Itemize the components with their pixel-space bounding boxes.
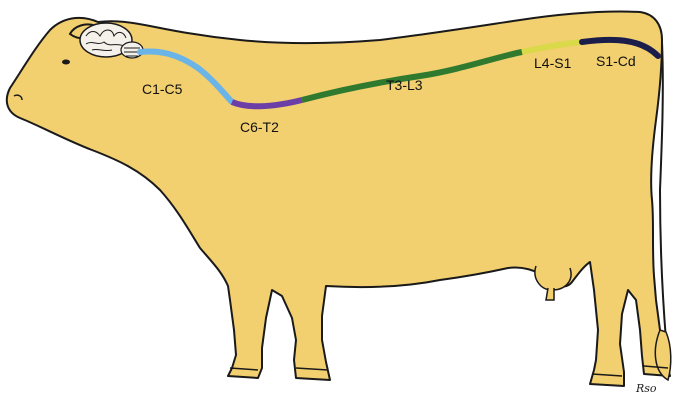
label-l4-s1: L4-S1 <box>534 55 572 71</box>
cow-udder <box>535 266 571 290</box>
label-s1-cd: S1-Cd <box>596 53 636 69</box>
label-t3-l3: T3-L3 <box>386 77 423 93</box>
illustrator-signature: Rso <box>635 382 657 395</box>
cow-eye <box>62 60 70 65</box>
cow-teat <box>546 288 554 300</box>
cow-tail <box>660 42 666 340</box>
label-c6-t2: C6-T2 <box>240 119 279 135</box>
label-c1-c5: C1-C5 <box>142 81 183 97</box>
